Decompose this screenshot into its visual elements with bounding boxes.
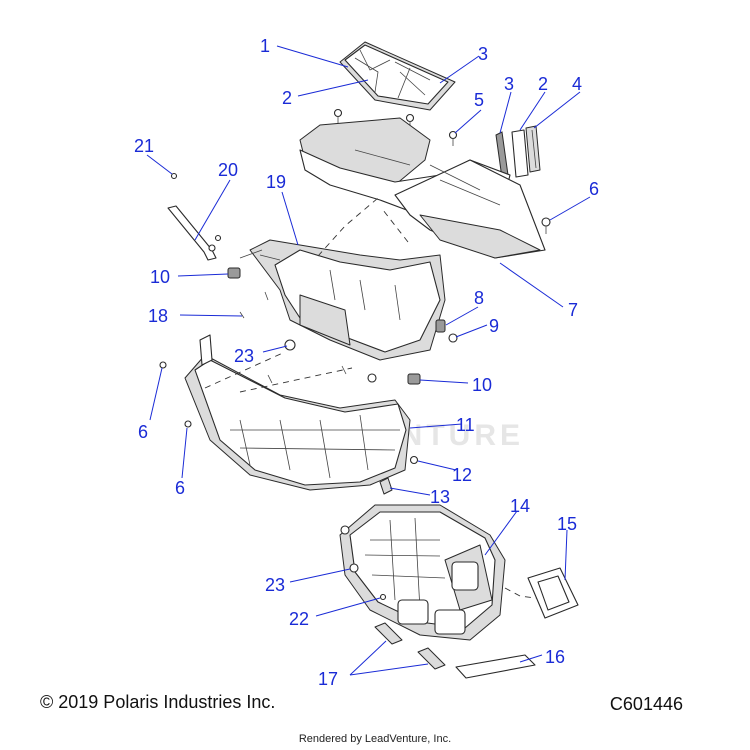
top-bracket-part	[339, 41, 456, 111]
callout-23: 23	[265, 575, 285, 595]
leader-lines	[146, 45, 591, 676]
callout-13: 13	[430, 487, 450, 507]
fastener-part	[379, 455, 419, 495]
callout-20: 20	[218, 160, 238, 180]
callout-3: 3	[504, 74, 514, 94]
callout-4: 4	[572, 74, 582, 94]
callout-6: 6	[138, 422, 148, 442]
callout-6: 6	[175, 478, 185, 498]
rod-bracket-part	[167, 172, 222, 261]
lower-duct-part	[239, 239, 446, 361]
tube-part	[374, 622, 446, 670]
callout-labels: 1 2 3 3 2 4 5 6 7 19 20 21 10 18 8 9 23 …	[134, 36, 599, 689]
callout-15: 15	[557, 514, 577, 534]
callout-17: 17	[318, 669, 338, 689]
callout-12: 12	[452, 465, 472, 485]
screw-part	[541, 217, 551, 234]
callout-14: 14	[510, 496, 530, 516]
document-number: C601446	[609, 694, 683, 714]
callout-9: 9	[489, 316, 499, 336]
callout-23: 23	[234, 346, 254, 366]
filter-housing-part	[339, 504, 506, 641]
pad-part	[455, 654, 536, 679]
callout-10: 10	[472, 375, 492, 395]
callout-8: 8	[474, 288, 484, 308]
small-fastener-part	[349, 563, 387, 601]
callout-2: 2	[282, 88, 292, 108]
callout-21: 21	[134, 136, 154, 156]
upper-duct-part	[299, 117, 546, 259]
callout-18: 18	[148, 306, 168, 326]
strip-parts	[495, 125, 541, 179]
air-box-part	[184, 334, 411, 491]
seal-frame-part	[527, 567, 579, 619]
callout-3: 3	[478, 44, 488, 64]
pin-part	[159, 291, 377, 428]
callout-11: 11	[456, 415, 475, 435]
clip-part	[227, 267, 458, 385]
callout-10: 10	[150, 267, 170, 287]
copyright-text: © 2019 Polaris Industries Inc.	[40, 692, 276, 712]
callout-1: 1	[260, 36, 270, 56]
callout-16: 16	[545, 647, 565, 667]
callout-5: 5	[474, 90, 484, 110]
callout-22: 22	[289, 609, 309, 629]
callout-19: 19	[266, 172, 286, 192]
callout-6: 6	[589, 179, 599, 199]
callout-7: 7	[568, 300, 578, 320]
callout-2: 2	[538, 74, 548, 94]
rendered-by-text: Rendered by LeadVenture, Inc.	[298, 733, 452, 745]
screw-part	[333, 108, 458, 146]
